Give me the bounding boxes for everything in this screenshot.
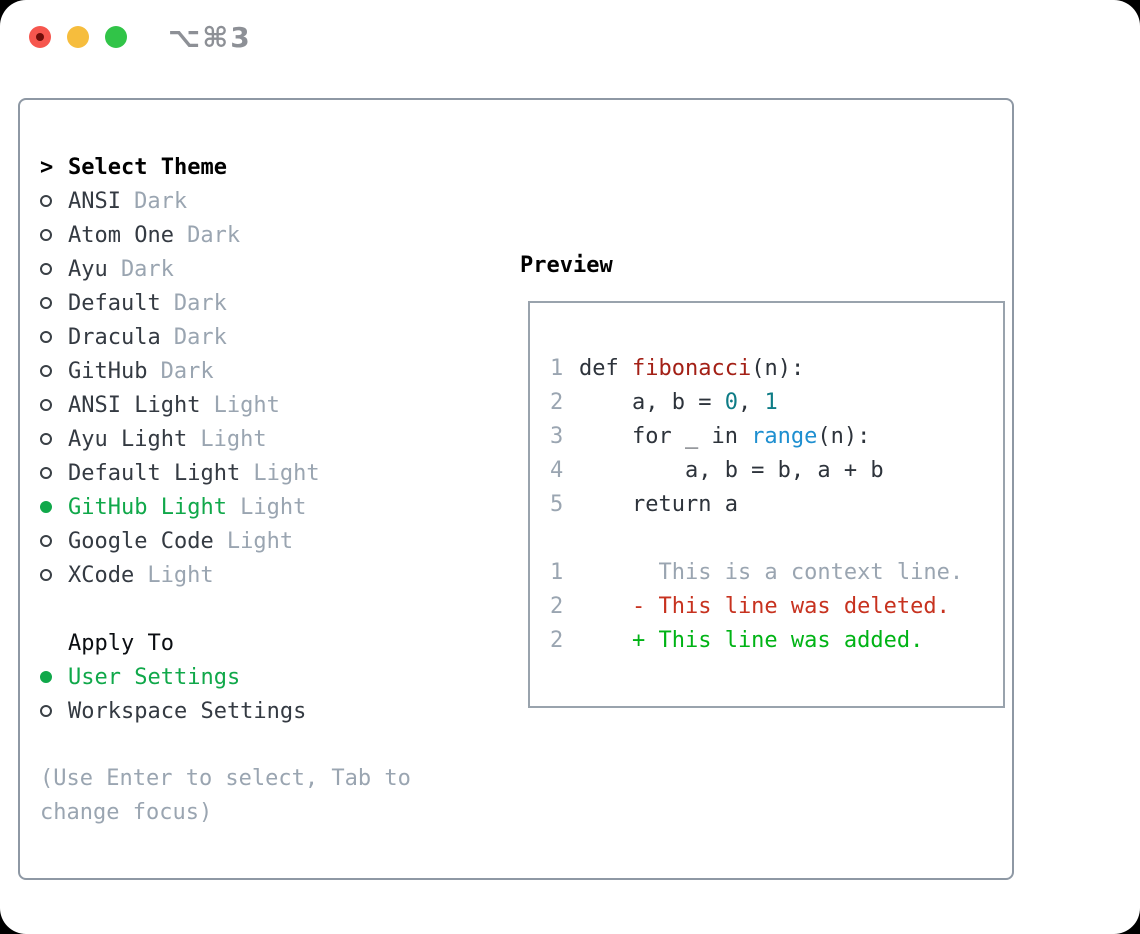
apply-option-name: Workspace Settings [68,698,307,724]
theme-option-name: Atom One [68,222,174,248]
theme-option-name: Dracula [68,324,161,350]
theme-variant-label: Light [147,562,214,588]
preview-line: 2 - This line was deleted. [550,593,950,619]
theme-option-name: ANSI [68,188,121,214]
theme-variant-label: Dark [173,290,227,316]
radio-icon [40,467,68,479]
theme-variant-label: Light [253,460,320,486]
select-theme-header: > Select Theme [40,150,480,184]
theme-variant-label: Dark [134,188,188,214]
theme-variant-label: Light [240,494,307,520]
theme-variant-label: Dark [160,358,214,384]
line-number: 1 [550,355,564,381]
line-number: 2 [550,593,564,619]
title-bar: ⌥⌘3 [0,0,1140,74]
theme-option-github-light[interactable]: GitHub Light Light [40,490,480,524]
theme-option-name: Ayu [68,256,108,282]
line-number: 5 [550,491,564,517]
radio-icon [40,365,68,377]
line-number: 1 [550,559,564,585]
line-number: 2 [550,389,564,415]
theme-option-name: GitHub Light [68,494,227,520]
radio-icon [40,331,68,343]
radio-icon [40,297,68,309]
line-number: 4 [550,457,564,483]
maximize-button-icon[interactable] [105,26,127,48]
theme-option-name: Default Light [68,460,241,486]
preview-line: 2 + This line was added. [550,627,924,653]
preview-line: 2 a, b = 0, 1 [550,389,778,415]
radio-icon [40,399,68,411]
radio-icon [40,433,68,445]
minimize-button-icon[interactable] [67,26,89,48]
theme-variant-label: Dark [120,256,174,282]
theme-option-name: Default [68,290,161,316]
radio-icon [40,229,68,241]
keyboard-hint: (Use Enter to select, Tab to change focu… [40,766,411,825]
theme-option-default[interactable]: Default Dark [40,286,480,320]
theme-option-ayu-light[interactable]: Ayu Light Light [40,422,480,456]
apply-option-name: User Settings [68,664,241,690]
theme-variant-label: Light [226,528,294,554]
theme-option-name: ANSI Light [68,392,201,418]
section-spacer [40,728,480,762]
window-title: ⌥⌘3 [168,21,252,54]
preview-line: 4 a, b = b, a + b [550,457,884,483]
apply-to-label: Apply To [68,630,174,656]
theme-option-google-code[interactable]: Google Code Light [40,524,480,558]
theme-variant-label: Light [213,392,280,418]
theme-option-xcode[interactable]: XCode Light [40,558,480,592]
select-theme-label: Select Theme [68,154,227,180]
theme-variant-label: Light [200,426,267,452]
preview-line: 3 for _ in range(n): [550,423,871,449]
preview-line: 5 return a [550,491,738,517]
preview-label: Preview [520,252,613,278]
preview-line: 1 This is a context line. [550,559,964,585]
theme-variant-label: Dark [173,324,227,350]
radio-icon [40,195,68,207]
theme-option-github[interactable]: GitHub Dark [40,354,480,388]
preview-line [550,521,1003,555]
close-button-icon[interactable] [29,26,51,48]
radio-icon [40,569,68,581]
line-number: 2 [550,627,564,653]
radio-selected-icon [40,501,68,513]
theme-option-atom-one[interactable]: Atom One Dark [40,218,480,252]
radio-icon [40,535,68,547]
theme-option-default-light[interactable]: Default Light Light [40,456,480,490]
radio-selected-icon [40,671,68,683]
radio-icon [40,705,68,717]
theme-option-ayu[interactable]: Ayu Dark [40,252,480,286]
apply-option-workspace-settings[interactable]: Workspace Settings [40,694,480,728]
theme-option-name: XCode [68,562,135,588]
theme-option-name: Google Code [68,528,214,554]
prompt-icon: > [40,154,54,180]
section-spacer [40,592,480,626]
theme-option-name: GitHub [68,358,148,384]
theme-option-ansi-light[interactable]: ANSI Light Light [40,388,480,422]
apply-to-header: Apply To [40,626,480,660]
radio-icon [40,263,68,275]
theme-option-name: Ayu Light [68,426,188,452]
theme-variant-label: Dark [187,222,241,248]
theme-option-dracula[interactable]: Dracula Dark [40,320,480,354]
apply-option-user-settings[interactable]: User Settings [40,660,480,694]
theme-option-ansi[interactable]: ANSI Dark [40,184,480,218]
line-number: 3 [550,423,564,449]
